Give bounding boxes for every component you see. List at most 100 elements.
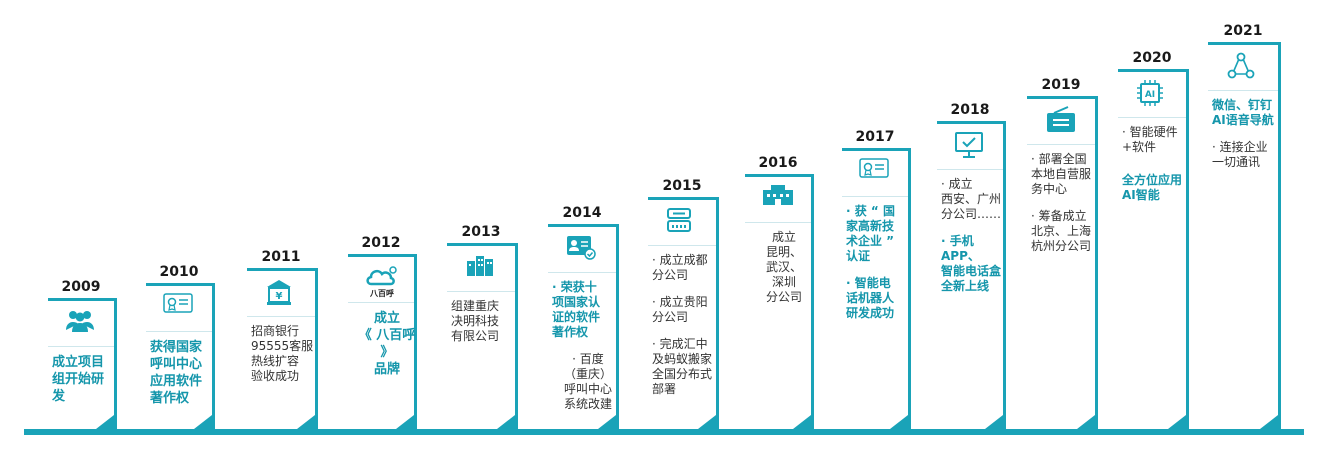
step-edge xyxy=(1003,121,1006,429)
step-divider xyxy=(447,291,515,292)
building-icon xyxy=(465,253,495,281)
step-divider xyxy=(348,302,414,303)
timeline-baseline xyxy=(24,429,1304,435)
step-bar xyxy=(937,121,1004,124)
certificate-icon xyxy=(163,293,193,317)
svg-text:八百呼: 八百呼 xyxy=(369,288,394,298)
step-edge xyxy=(315,268,318,429)
year-label: 2020 xyxy=(1132,50,1172,66)
milestone-text-line: · 成立贵阳 分公司 xyxy=(652,295,708,324)
step-divider xyxy=(745,222,811,223)
step-edge xyxy=(114,298,117,429)
step-fold xyxy=(793,415,811,429)
milestone-text-line: · 获 “ 国 家高新技 术企业 ” 认证 xyxy=(846,204,895,263)
milestone-text: · 完成汇中 及蚂蚁搬家 全国分布式 部署 xyxy=(652,337,724,397)
step-fold xyxy=(396,415,414,429)
step-bar xyxy=(1208,42,1279,45)
milestone-text-line: · 成立成都 分公司 xyxy=(652,253,708,282)
step-fold xyxy=(698,415,716,429)
year-label: 2017 xyxy=(855,129,895,145)
server-icon xyxy=(666,207,692,237)
ai-chip-icon: AI xyxy=(1136,79,1164,111)
milestone-text: 招商银行 95555客服 热线扩容 验收成功 xyxy=(251,324,323,384)
year-label: 2012 xyxy=(361,235,401,251)
step-edge xyxy=(1278,42,1281,429)
step-bar xyxy=(745,174,812,177)
step-edge xyxy=(908,148,911,429)
milestone-text: · 智能硬件 +软件 xyxy=(1122,125,1194,155)
step-bar xyxy=(447,243,516,246)
year-label: 2009 xyxy=(61,279,101,295)
milestone-text-line: · 连接企业 一切通讯 xyxy=(1212,140,1268,169)
step-bar xyxy=(48,298,115,301)
step-divider xyxy=(1208,90,1278,91)
milestone-text-line: · 完成汇中 及蚂蚁搬家 全国分布式 部署 xyxy=(652,337,713,396)
step-fold xyxy=(1168,415,1186,429)
step-edge xyxy=(212,283,215,429)
step-divider xyxy=(1118,117,1186,118)
milestone-text-line: · 筹备成立 北京、上海 杭州分公司 xyxy=(1031,209,1092,253)
step-bar xyxy=(842,148,909,151)
certificate-icon xyxy=(859,158,889,182)
monitor-check-icon xyxy=(954,131,984,163)
milestone-text: 组建重庆 决明科技 有限公司 xyxy=(451,299,523,344)
step-edge xyxy=(1095,96,1098,429)
step-fold xyxy=(598,415,616,429)
milestone-text-line: 成立 昆明、 武汉、 深圳 分公司 xyxy=(765,230,802,304)
radio-icon xyxy=(1045,106,1077,138)
year-label: 2010 xyxy=(159,264,199,280)
milestone-text-line: 招商银行 95555客服 热线扩容 验收成功 xyxy=(251,324,314,383)
milestone-text: · 连接企业 一切通讯 xyxy=(1212,140,1286,170)
step-fold xyxy=(985,415,1003,429)
year-label: 2014 xyxy=(562,205,602,221)
bank-icon: ¥ xyxy=(265,278,293,310)
step-bar xyxy=(247,268,316,271)
milestone-text: · 部署全国 本地自营服 务中心 xyxy=(1031,152,1103,197)
step-bar xyxy=(548,224,617,227)
step-divider xyxy=(842,196,908,197)
milestone-text-line: 成立项目 组开始研 发 xyxy=(52,355,105,404)
milestone-text: · 筹备成立 北京、上海 杭州分公司 xyxy=(1031,209,1103,254)
step-fold xyxy=(297,415,315,429)
milestone-text: · 智能电 话机器人 研发成功 xyxy=(846,276,916,321)
step-fold xyxy=(194,415,212,429)
milestone-text-line: · 百度 （重庆） 呼叫中心 系统改建 xyxy=(563,352,612,411)
step-bar xyxy=(348,254,415,257)
milestone-text-line: 获得国家 呼叫中心 应用软件 著作权 xyxy=(150,340,203,406)
milestone-text-line: 全方位应用 AI智能 xyxy=(1122,173,1183,202)
step-bar xyxy=(1118,69,1187,72)
year-label: 2015 xyxy=(662,178,702,194)
office-building-icon xyxy=(762,184,794,210)
step-edge xyxy=(1186,69,1189,429)
milestone-text: · 荣获十 项国家认 证的软件 著作权 xyxy=(552,280,624,340)
milestone-text: 微信、钉钉 AI语音导航 xyxy=(1212,98,1286,128)
milestone-text-line: 成立 《 八百呼 》 品牌 xyxy=(358,311,416,377)
step-divider xyxy=(247,316,315,317)
step-divider xyxy=(548,272,616,273)
milestone-text: 获得国家 呼叫中心 应用软件 著作权 xyxy=(150,339,220,407)
year-label: 2011 xyxy=(261,249,301,265)
milestone-text-line: · 荣获十 项国家认 证的软件 著作权 xyxy=(552,280,601,339)
milestone-text: 全方位应用 AI智能 xyxy=(1122,173,1194,203)
milestone-text: · 手机APP、 智能电话盒 全新上线 xyxy=(941,234,1011,294)
milestone-text: · 成立成都 分公司 xyxy=(652,253,724,283)
step-divider xyxy=(1027,144,1095,145)
year-label: 2016 xyxy=(758,155,798,171)
step-fold xyxy=(890,415,908,429)
step-fold xyxy=(96,415,114,429)
babaihu-logo-icon: 八百呼 xyxy=(365,264,399,302)
svg-text:¥: ¥ xyxy=(276,291,283,302)
step-bar xyxy=(648,197,717,200)
milestone-text-line: 组建重庆 决明科技 有限公司 xyxy=(451,299,500,343)
milestone-text: 成立项目 组开始研 发 xyxy=(52,354,122,405)
step-bar xyxy=(146,283,213,286)
step-edge xyxy=(811,174,814,429)
step-divider xyxy=(648,245,716,246)
milestone-text: · 百度 （重庆） 呼叫中心 系统改建 xyxy=(552,352,624,412)
milestone-text: · 成立贵阳 分公司 xyxy=(652,295,724,325)
users-icon xyxy=(65,308,95,336)
id-card-icon xyxy=(566,234,596,264)
step-edge xyxy=(515,243,518,429)
step-divider xyxy=(146,331,212,332)
milestone-text-line: · 智能硬件 +软件 xyxy=(1122,125,1178,154)
